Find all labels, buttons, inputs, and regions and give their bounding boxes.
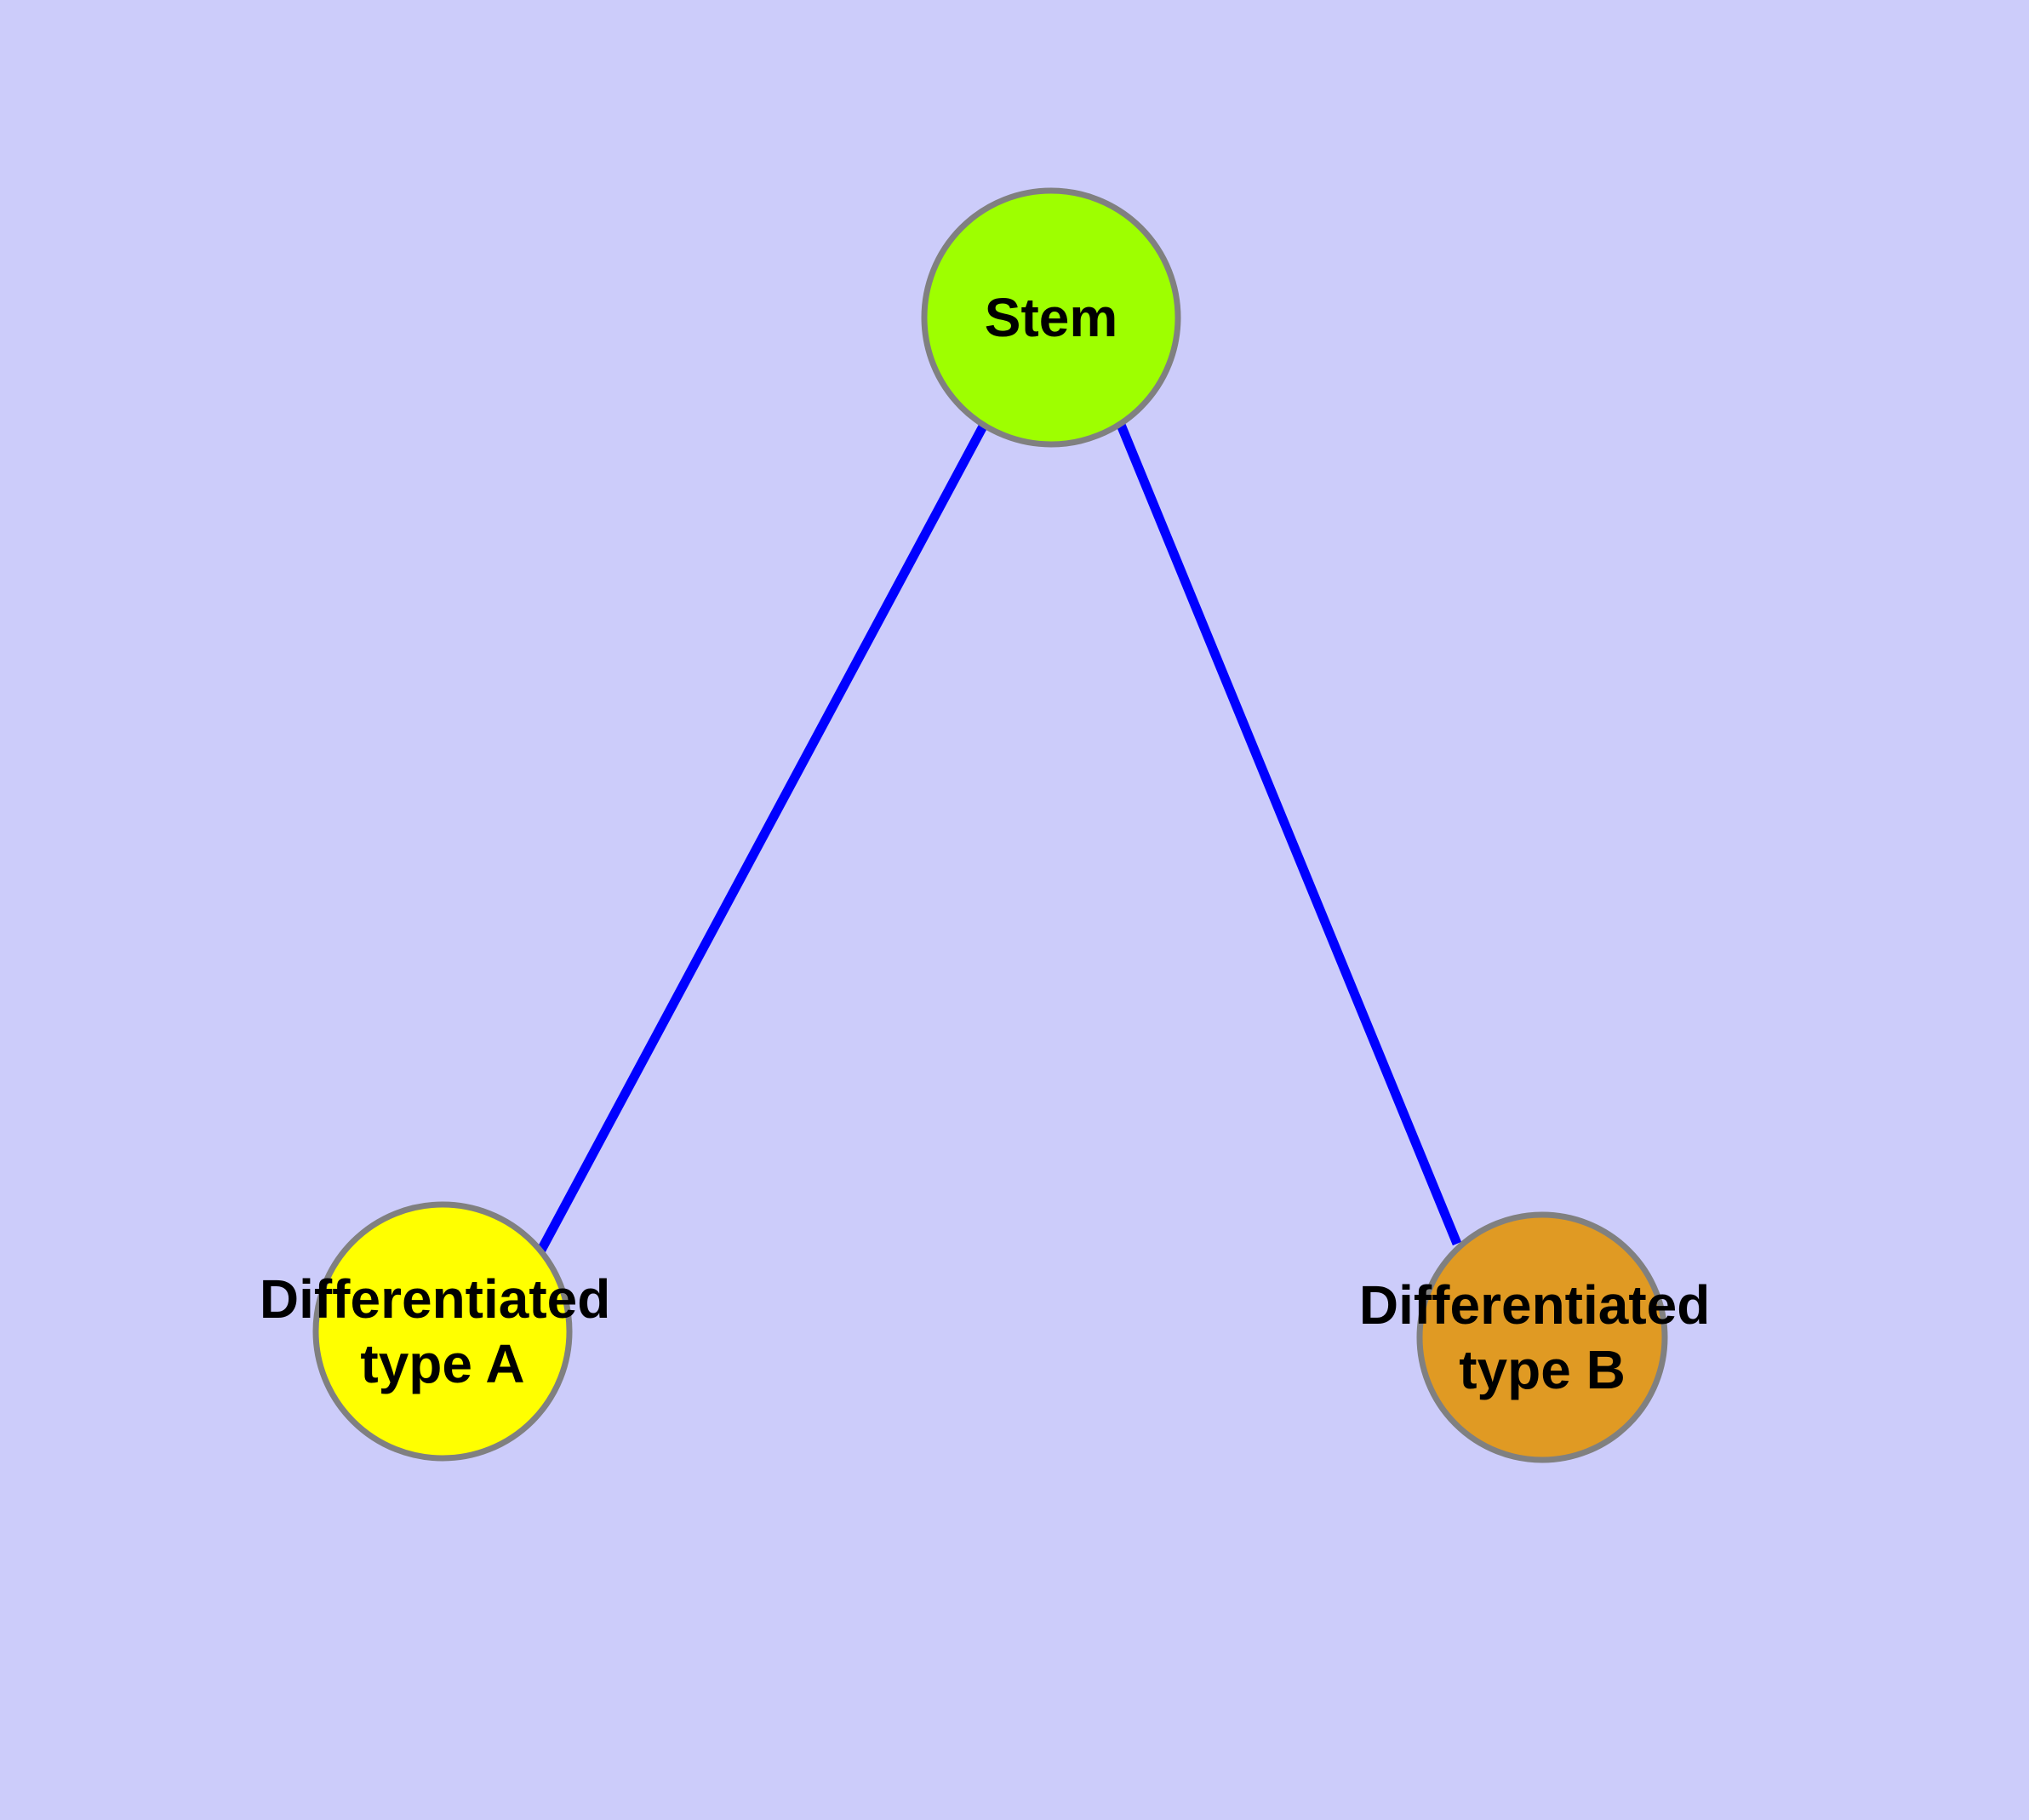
node-stem-label: Stem [985, 287, 1118, 348]
edge-stem-to-diff-a[interactable] [534, 422, 988, 1257]
node-layer: Stem Differentiated type A Differentiate… [260, 187, 1725, 1463]
node-diff-b[interactable]: Differentiated type B [1359, 1211, 1725, 1463]
node-stem[interactable]: Stem [921, 187, 1181, 448]
node-diff-b-label: Differentiated type B [1359, 1274, 1725, 1400]
node-diff-a-label: Differentiated type A [260, 1268, 626, 1394]
node-diff-a-circle[interactable] [312, 1201, 573, 1462]
edge-stem-to-diff-b[interactable] [1116, 422, 1462, 1246]
edge-layer [534, 422, 1462, 1257]
node-diff-a[interactable]: Differentiated type A [260, 1201, 626, 1462]
node-diff-b-circle[interactable] [1416, 1211, 1668, 1463]
node-stem-circle[interactable] [921, 187, 1181, 448]
